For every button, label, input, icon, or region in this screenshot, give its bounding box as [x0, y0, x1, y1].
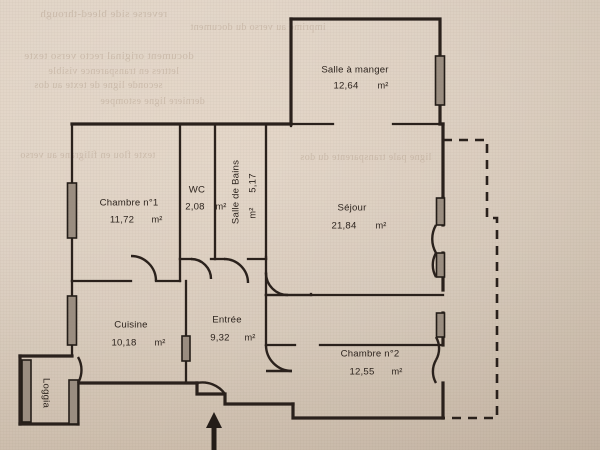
interior-walls: [70, 122, 445, 385]
window-living-right-2: [435, 252, 446, 278]
room-area: 12,64: [333, 81, 358, 92]
room-unit: m²: [391, 366, 402, 376]
door-cuisine-entree: [181, 335, 191, 362]
room-unit: m²: [377, 80, 388, 90]
window-openings: [21, 55, 446, 425]
door-arc-chambre2-terrace-2: [431, 359, 438, 384]
window-loggia-left: [21, 359, 32, 423]
room-label-wc: WC 2,08 m²: [185, 185, 226, 213]
room-area: 11,72: [110, 215, 134, 226]
room-name: Cuisine: [114, 320, 147, 331]
room-name: Séjour: [338, 203, 368, 214]
door-arc-loggia: [76, 356, 83, 384]
window-dining-right: [434, 55, 446, 106]
door-arc-chambre2: [264, 344, 293, 373]
door-arc-sejour-lower: [431, 224, 438, 254]
room-name: Entrée: [212, 315, 241, 326]
room-label-sejour: Séjour 21,84 m²: [331, 203, 386, 232]
room-area: 21,84: [331, 221, 356, 232]
room-area: 2,08: [185, 202, 204, 213]
room-area-salle-de-bains: 5,17: [248, 173, 259, 192]
room-name: Salle de Bains: [231, 160, 242, 224]
room-area: 5,17: [248, 173, 259, 192]
door-arc-sejour-corridor: [264, 272, 289, 297]
door-arc-sejour-terrace: [431, 252, 438, 278]
room-name: Loggia: [40, 378, 51, 408]
door-arc-sdb: [223, 257, 250, 284]
room-labels: Salle à manger 12,64 m² Séjour 21,84 m² …: [40, 65, 402, 409]
room-area: 12,55: [349, 367, 374, 378]
room-area: 10,18: [111, 338, 136, 349]
window-chambre2-right: [435, 312, 446, 338]
room-label-salle-de-bains: Salle de Bains: [231, 160, 242, 224]
room-unit: m²: [244, 332, 255, 342]
window-chambre1-left: [66, 182, 78, 239]
room-unit: m²: [215, 201, 226, 211]
room-label-entree: Entrée 9,32 m²: [210, 315, 255, 344]
room-name: Chambre n°2: [341, 349, 400, 360]
terrace-dashed-outline: [443, 138, 499, 420]
room-unit: m²: [375, 220, 386, 230]
door-arc-chambre2-terrace: [434, 336, 441, 361]
window-cuisine-left: [66, 295, 78, 346]
door-loggia-cuisine: [68, 379, 79, 425]
room-name: Chambre n°1: [100, 198, 159, 209]
room-label-salle-a-manger: Salle à manger 12,64 m²: [321, 65, 389, 92]
door-swings: [76, 224, 441, 395]
room-unit: m²: [151, 214, 162, 224]
room-label-cuisine: Cuisine 10,18 m²: [111, 320, 165, 349]
entrance-direction-arrow: [206, 412, 222, 450]
room-label-loggia: Loggia: [40, 378, 51, 408]
room-unit: m²: [247, 207, 257, 218]
window-living-right-1: [435, 197, 446, 226]
room-name: WC: [189, 185, 205, 196]
door-arc-chambre1: [130, 254, 158, 282]
room-name: Salle à manger: [321, 65, 389, 76]
room-unit-salle-de-bains: m²: [247, 207, 257, 218]
door-arc-entree: [196, 381, 226, 395]
room-label-chambre-1: Chambre n°1 11,72 m²: [100, 198, 163, 226]
room-unit: m²: [154, 337, 165, 347]
door-arc-wc: [190, 257, 213, 280]
room-label-chambre-2: Chambre n°2 12,55 m²: [341, 349, 403, 378]
room-area: 9,32: [210, 333, 229, 344]
